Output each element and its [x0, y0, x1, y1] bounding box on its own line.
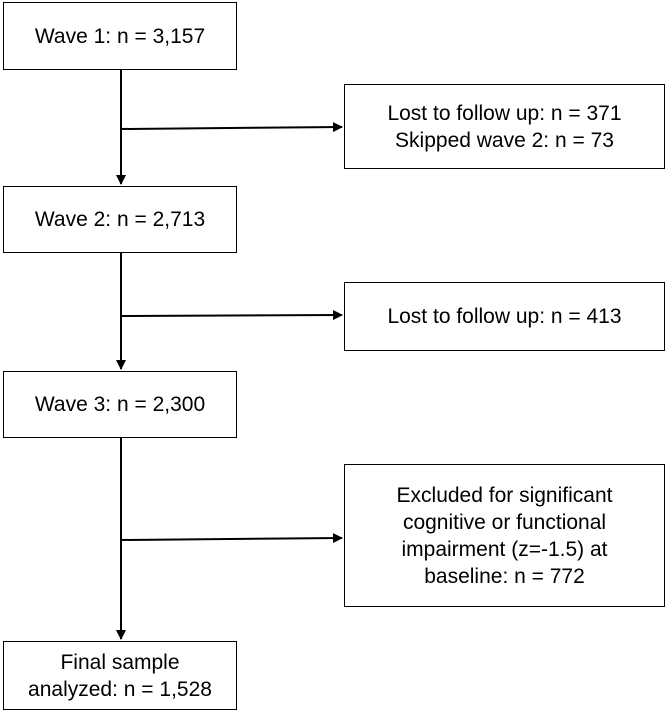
- wave2-box: Wave 2: n = 2,713: [3, 186, 237, 253]
- wave1-box: Wave 1: n = 3,157: [3, 2, 237, 70]
- exclusion-box-2: Lost to follow up: n = 413: [344, 282, 665, 351]
- final-sample-box: Final sample analyzed: n = 1,528: [3, 641, 237, 710]
- exclusion-3-line-4: baseline: n = 772: [424, 564, 585, 588]
- exclusion-1-line-2: Skipped wave 2: n = 73: [395, 128, 614, 152]
- exclusion-2-line-1: Lost to follow up: n = 413: [387, 305, 622, 328]
- wave3-box: Wave 3: n = 2,300: [3, 371, 237, 438]
- wave3-label: Wave 3: n = 2,300: [34, 393, 206, 416]
- exclusion-3-line-2: cognitive or functional: [402, 510, 607, 534]
- exclusion-box-1: Lost to follow up: n = 371 Skipped wave …: [344, 84, 665, 169]
- wave1-label: Wave 1: n = 3,157: [34, 24, 206, 48]
- arrow-to-exclusion-2: [120, 310, 343, 321]
- exclusion-1-line-1: Lost to follow up: n = 371: [387, 101, 622, 125]
- exclusion-box-3: Excluded for significant cognitive or fu…: [344, 464, 665, 607]
- final-sample-line-2: analyzed: n = 1,528: [28, 677, 212, 701]
- exclusion-3-line-3: impairment (z=-1.5) at: [401, 537, 608, 561]
- arrow-to-exclusion-3: [120, 533, 343, 544]
- wave2-label: Wave 2: n = 2,713: [34, 208, 206, 231]
- exclusion-3-line-1: Excluded for significant: [396, 483, 613, 507]
- arrow-to-exclusion-1: [120, 122, 343, 133]
- final-sample-line-1: Final sample: [60, 650, 180, 674]
